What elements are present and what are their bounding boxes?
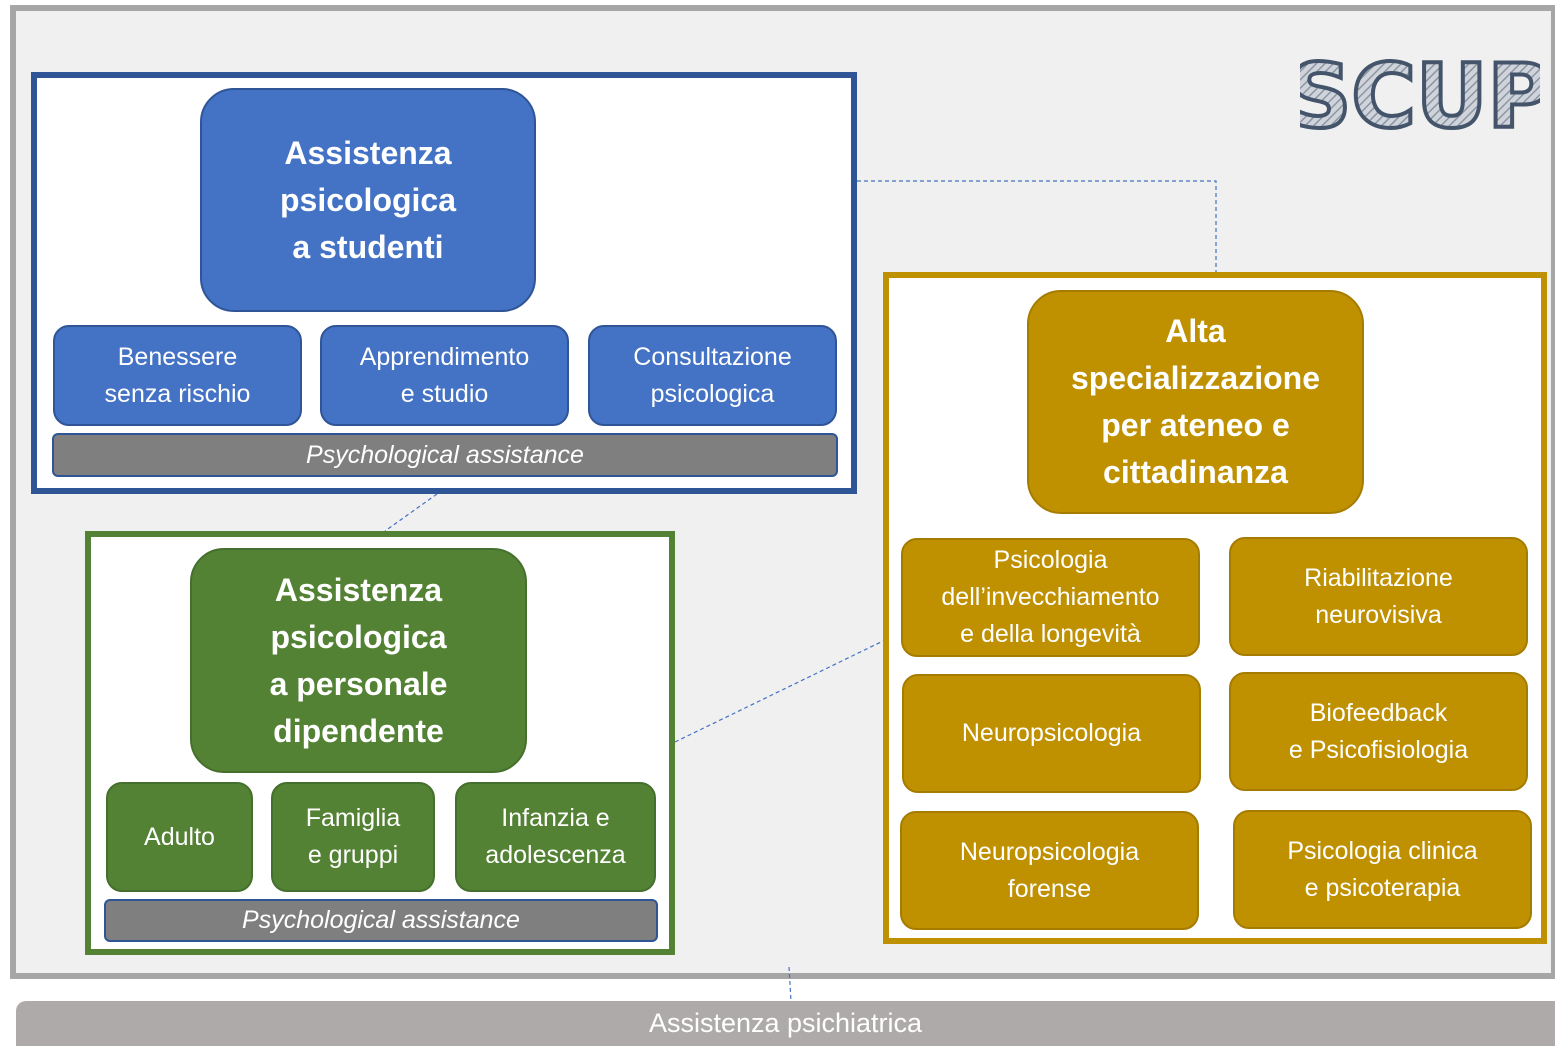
service-famiglia: Famiglia e gruppi bbox=[271, 782, 435, 892]
service-invecchiamento: Psicologia dell’invecchiamento e della l… bbox=[901, 538, 1200, 657]
service-psicologia-clinica: Psicologia clinica e psicoterapia bbox=[1233, 810, 1532, 929]
service-neuropsicologia-forense: Neuropsicologia forense bbox=[900, 811, 1199, 930]
service-infanzia: Infanzia e adolescenza bbox=[455, 782, 656, 892]
psychiatric-assistance-bar: Assistenza psichiatrica bbox=[16, 1001, 1555, 1046]
scup-logo: SCUP bbox=[1300, 45, 1540, 145]
service-apprendimento: Apprendimento e studio bbox=[320, 325, 569, 426]
service-consultazione: Consultazione psicologica bbox=[588, 325, 837, 426]
scup-logo-text: SCUP bbox=[1300, 45, 1540, 145]
students-assistance-bar: Psychological assistance bbox=[52, 433, 838, 477]
service-riabilitazione: Riabilitazione neurovisiva bbox=[1229, 537, 1528, 656]
service-neuropsicologia: Neuropsicologia bbox=[902, 674, 1201, 793]
staff-assistance-bar: Psychological assistance bbox=[104, 899, 658, 942]
service-benessere: Benessere senza rischio bbox=[53, 325, 302, 426]
service-biofeedback: Biofeedback e Psicofisiologia bbox=[1229, 672, 1528, 791]
students-title-box: Assistenza psicologica a studenti bbox=[200, 88, 536, 312]
staff-title-box: Assistenza psicologica a personale dipen… bbox=[190, 548, 527, 773]
specialization-title-box: Alta specializzazione per ateneo e citta… bbox=[1027, 290, 1364, 514]
service-adulto: Adulto bbox=[106, 782, 253, 892]
